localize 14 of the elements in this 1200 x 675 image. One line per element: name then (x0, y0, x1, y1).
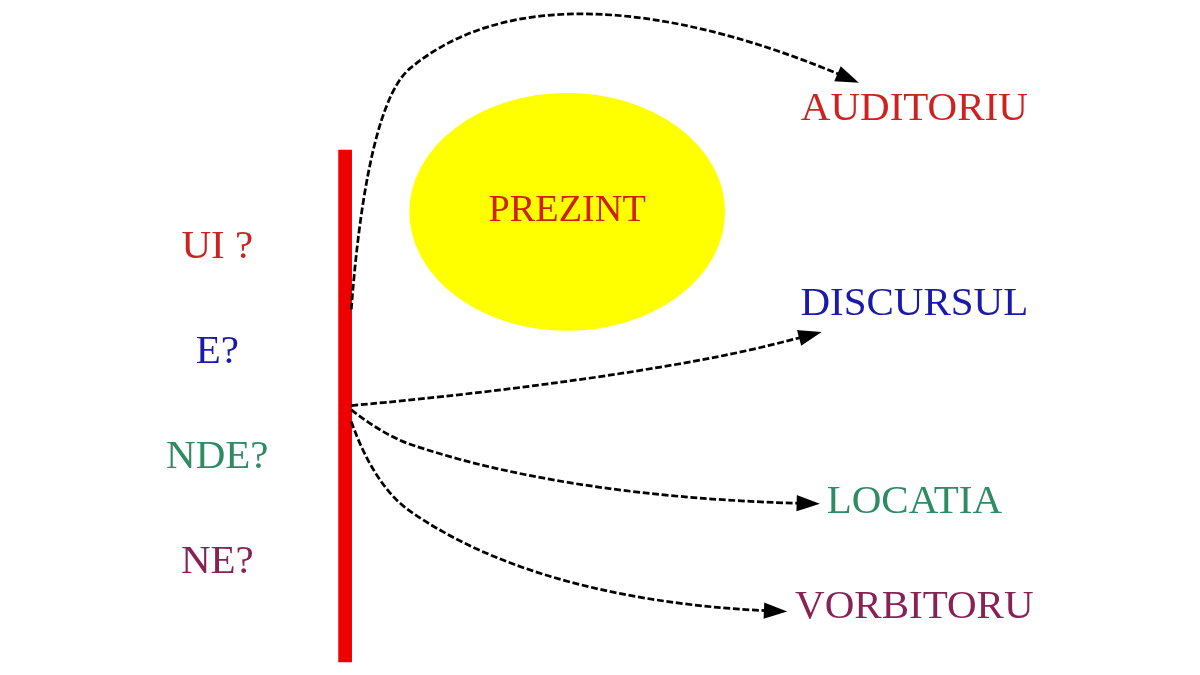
node-bar (338, 149, 352, 663)
label: E? (195, 325, 239, 372)
node-ellipse: PREZINT (409, 92, 726, 331)
label: NDE? (166, 431, 269, 478)
node-text: LOCATIA (826, 476, 1003, 523)
node-text: DISCURSUL (800, 278, 1029, 325)
node-text: VORBITORU (795, 581, 1034, 628)
node-text: AUDITORIU (800, 82, 1028, 129)
arrow (349, 12, 859, 310)
arrow (350, 421, 788, 619)
arrow (350, 408, 820, 512)
label: UI ? (181, 220, 254, 267)
label: NE? (180, 536, 254, 583)
arrow (351, 330, 822, 407)
